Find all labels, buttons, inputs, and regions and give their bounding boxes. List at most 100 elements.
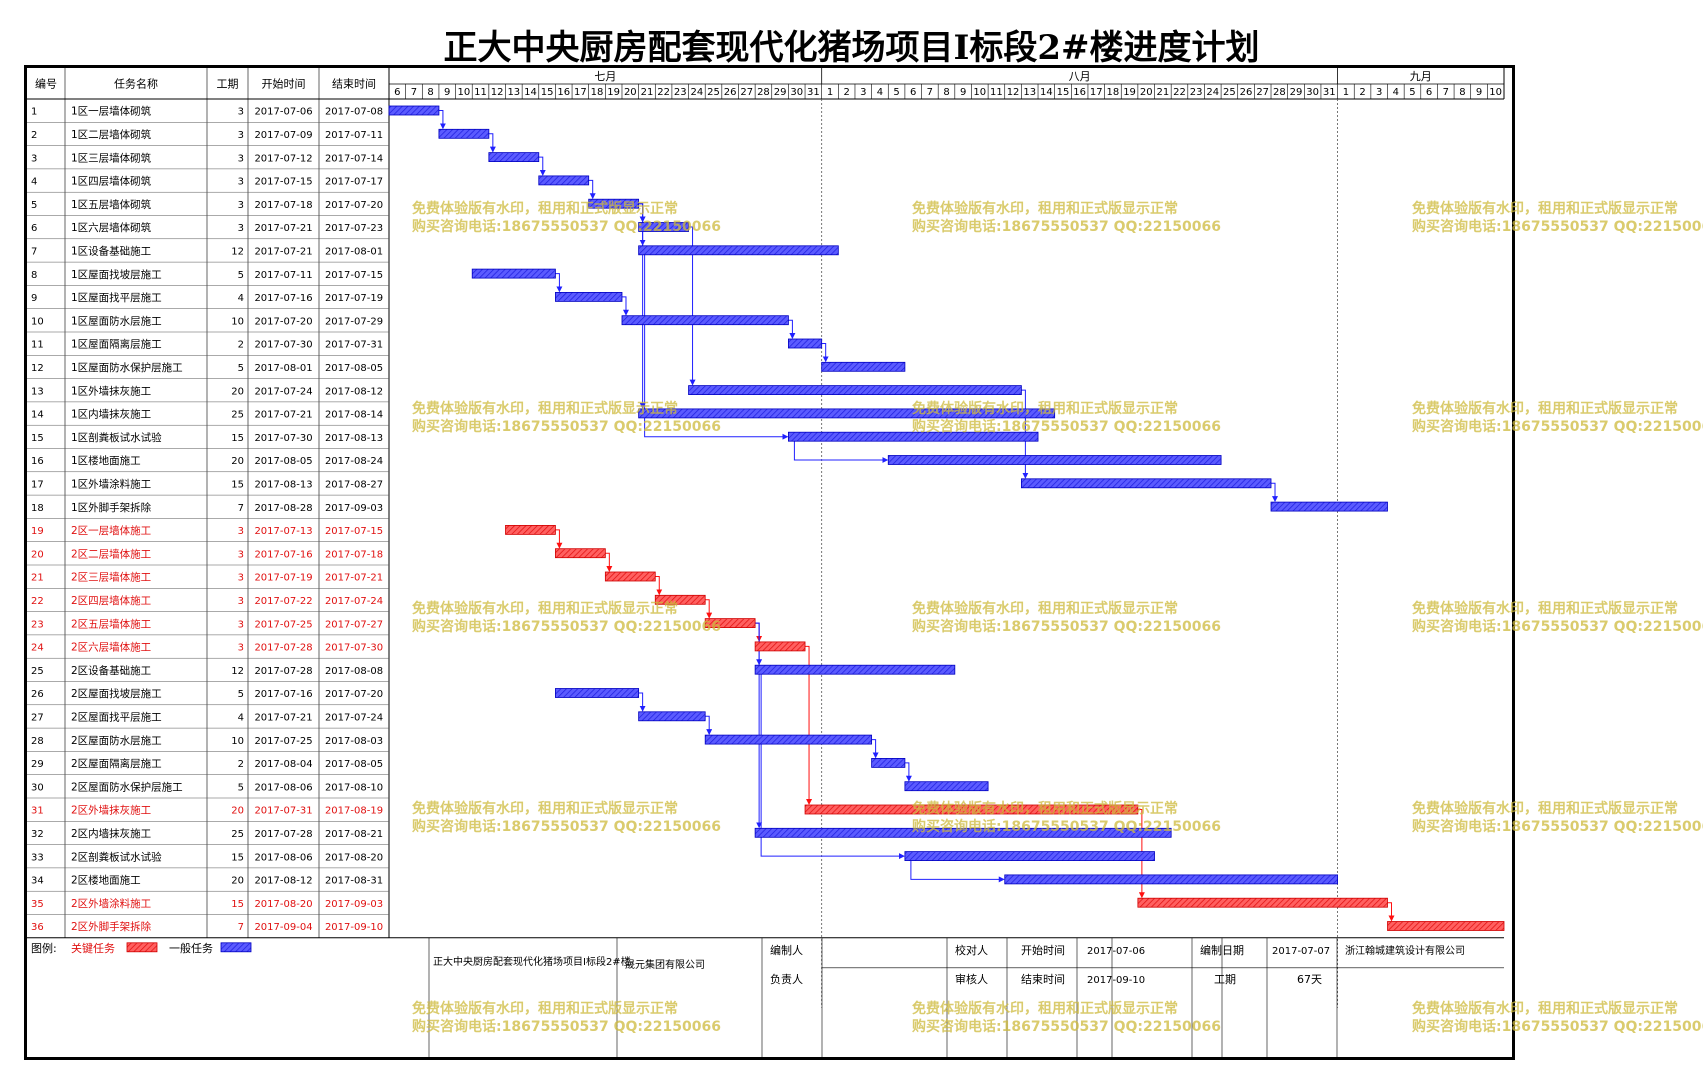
day-tick-label: 17 (574, 87, 587, 98)
task-end: 2017-08-20 (325, 852, 383, 863)
day-tick-label: 23 (1190, 87, 1203, 98)
day-tick-label: 6 (1426, 87, 1432, 98)
column-header-start: 开始时间 (262, 77, 306, 91)
task-bar (538, 175, 590, 186)
critical-task-bar (804, 804, 1139, 815)
legend-normal-label: 一般任务 (169, 942, 213, 955)
day-tick-label: 3 (1376, 87, 1382, 98)
task-id: 12 (31, 363, 44, 374)
task-name: 2区屋面防水层施工 (71, 734, 162, 747)
task-end: 2017-08-05 (325, 759, 383, 770)
dependency-arrow (821, 343, 829, 363)
footer-table: 图例:关键任务一般任务正大中央厨房配套现代化猪场项目I标段2#楼晟元集团有限公司… (31, 941, 1465, 986)
task-id: 9 (31, 293, 37, 304)
day-tick-label: 28 (1273, 87, 1286, 98)
task-start: 2017-07-28 (254, 666, 312, 677)
task-id: 33 (31, 852, 44, 863)
task-name: 2区屋面隔离层施工 (71, 757, 162, 770)
day-tick-label: 9 (1476, 87, 1482, 98)
footer-project: 正大中央厨房配套现代化猪场项目I标段2#楼 (433, 955, 631, 968)
task-end: 2017-07-14 (325, 153, 383, 164)
dependency-arrow (910, 860, 1005, 883)
task-id: 35 (31, 899, 44, 910)
task-bar (754, 664, 956, 675)
day-tick-label: 12 (1007, 87, 1020, 98)
task-bar (1004, 874, 1338, 885)
task-end: 2017-08-31 (325, 876, 383, 887)
task-name: 1区二层墙体砌筑 (71, 128, 152, 141)
task-bar (488, 152, 540, 162)
dependency-arrow (755, 622, 763, 829)
task-end: 2017-07-30 (325, 643, 383, 654)
footer-editor-label: 编制人 (770, 943, 803, 957)
day-tick-label: 18 (591, 87, 604, 98)
task-id: 14 (31, 410, 44, 421)
task-id: 11 (31, 340, 44, 351)
task-id: 6 (31, 223, 37, 234)
dependency-arrow (605, 552, 613, 572)
task-name: 1区屋面防水保护层施工 (71, 361, 183, 374)
footer-dur-value: 67天 (1297, 973, 1322, 986)
task-name: 1区一层墙体砌筑 (71, 105, 152, 118)
task-start: 2017-07-16 (254, 293, 312, 304)
task-id: 30 (31, 782, 44, 793)
task-duration: 20 (231, 876, 244, 887)
task-end: 2017-07-24 (325, 596, 383, 607)
task-start: 2017-07-19 (254, 573, 312, 584)
dependency-arrow (638, 692, 646, 712)
page-title: 正大中央厨房配套现代化猪场项目I标段2#楼进度计划 (443, 28, 1260, 68)
task-end: 2017-07-27 (325, 619, 383, 630)
task-start: 2017-07-21 (254, 712, 312, 723)
task-start: 2017-08-01 (254, 363, 312, 374)
task-start: 2017-07-12 (254, 153, 312, 164)
day-tick-label: 30 (790, 87, 803, 98)
task-duration: 15 (231, 433, 244, 444)
task-bar (821, 361, 906, 372)
task-name: 2区五层墙体施工 (71, 617, 151, 630)
task-duration: 3 (238, 643, 244, 654)
footer-company: 晟元集团有限公司 (625, 958, 705, 971)
task-bars (388, 105, 1505, 931)
day-tick-label: 5 (893, 87, 899, 98)
task-duration: 3 (238, 573, 244, 584)
task-id: 27 (31, 712, 44, 723)
task-name: 1区屋面找平层施工 (71, 291, 162, 304)
legend-normal-swatch (220, 942, 252, 953)
dependency-arrow (555, 273, 563, 293)
dependency-arrow (688, 226, 696, 386)
task-bar (704, 734, 873, 745)
day-tick-label: 20 (624, 87, 637, 98)
task-end: 2017-09-03 (325, 899, 383, 910)
task-id: 29 (31, 759, 44, 770)
task-id: 10 (31, 316, 44, 327)
task-name: 1区设备基础施工 (71, 244, 151, 257)
task-name: 2区二层墙体施工 (71, 547, 151, 560)
task-id: 16 (31, 456, 44, 467)
task-id: 5 (31, 200, 37, 211)
day-tick-label: 20 (1140, 87, 1153, 98)
day-tick-label: 11 (990, 87, 1003, 98)
task-end: 2017-07-29 (325, 316, 383, 327)
day-tick-label: 28 (757, 87, 770, 98)
task-start: 2017-07-20 (254, 316, 312, 327)
task-start: 2017-08-06 (254, 782, 312, 793)
task-name: 1区楼地面施工 (71, 454, 141, 467)
day-tick-label: 6 (910, 87, 916, 98)
task-start: 2017-07-16 (254, 689, 312, 700)
task-duration: 3 (238, 107, 244, 118)
day-tick-label: 14 (524, 87, 537, 98)
task-id: 28 (31, 736, 44, 747)
task-bar (688, 385, 1022, 396)
task-bar (904, 781, 989, 792)
footer-date-label: 编制日期 (1200, 943, 1244, 957)
column-header-id: 编号 (35, 77, 57, 91)
task-name: 1区屋面防水层施工 (71, 314, 162, 327)
task-name: 1区三层墙体砌筑 (71, 151, 152, 164)
task-id: 1 (31, 107, 37, 118)
task-end: 2017-08-19 (325, 806, 383, 817)
task-end: 2017-07-20 (325, 689, 383, 700)
task-bar (638, 222, 689, 232)
day-tick-label: 15 (1057, 87, 1070, 98)
day-tick-label: 14 (1040, 87, 1053, 98)
day-tick-label: 22 (1173, 87, 1186, 98)
